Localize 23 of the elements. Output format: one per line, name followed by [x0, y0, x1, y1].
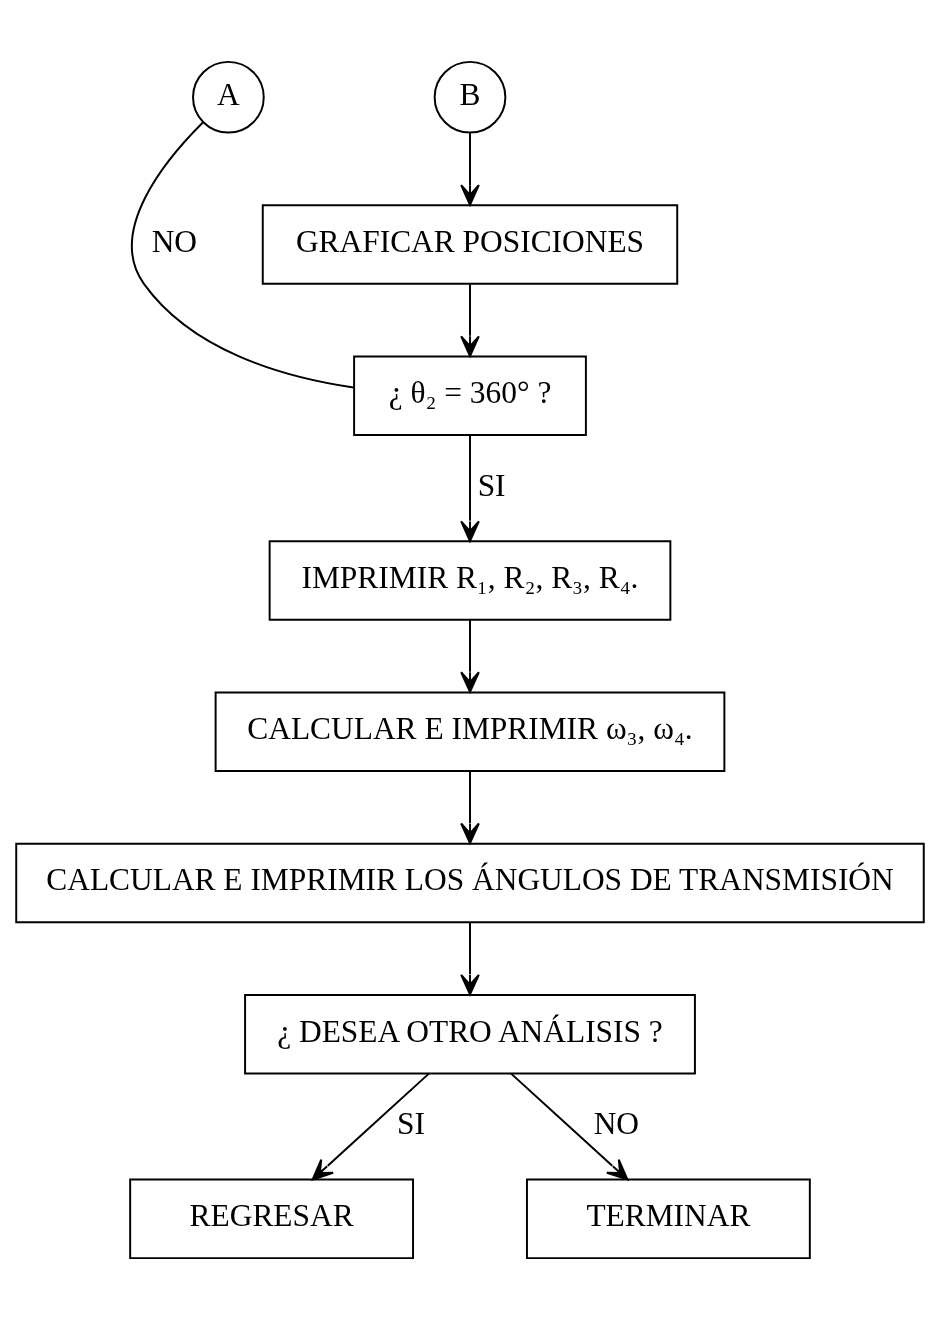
arrow — [510, 1072, 629, 1181]
arrow — [460, 434, 480, 543]
node-box: REGRESAR — [129, 1178, 414, 1260]
node-box: IMPRIMIR R₁, R₂, R₃, R₄. — [268, 540, 672, 621]
edge-label: NO — [593, 1106, 640, 1141]
edge-label: SI — [477, 467, 506, 503]
connector — [131, 121, 355, 389]
arrow — [460, 921, 480, 996]
node-circle: B — [433, 60, 507, 134]
arrow — [311, 1072, 430, 1181]
arrow — [460, 283, 480, 357]
node-box: CALCULAR E IMPRIMIR LOS ÁNGULOS DE TRANSMISIÓN — [15, 842, 925, 924]
node-circle: A — [192, 60, 265, 134]
node-box: GRAFICAR POSICIONES — [261, 204, 679, 285]
edge-label: NO — [151, 224, 198, 260]
node-box: TERMINAR — [526, 1178, 811, 1260]
node-box: ¿ θ₂ = 360° ? — [353, 355, 587, 437]
arrow — [460, 770, 480, 845]
node-box: ¿ DESEA OTRO ANÁLISIS ? — [244, 993, 696, 1075]
arrow — [460, 619, 480, 693]
arrow — [460, 132, 480, 206]
node-box: CALCULAR E IMPRIMIR ω₃, ω₄. — [214, 691, 726, 772]
edge-label: SI — [397, 1106, 426, 1141]
